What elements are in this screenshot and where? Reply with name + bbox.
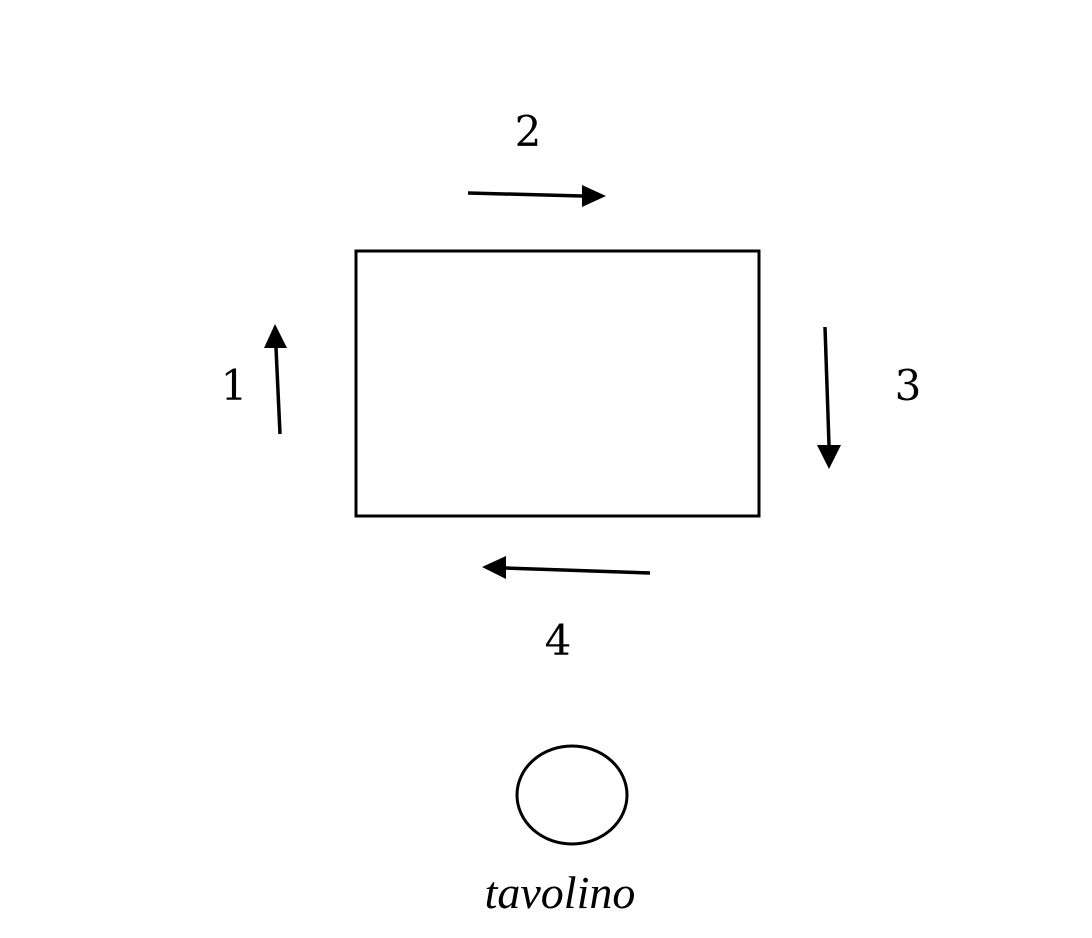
arrow-2-right (467, 191, 583, 198)
table-label: tavolino (485, 867, 636, 918)
arrow-1-head (264, 324, 287, 348)
central-rectangle (354, 249, 761, 518)
arrow-4-left (505, 566, 651, 575)
arrow-3-head (817, 445, 841, 469)
step-label-4: 4 (545, 616, 572, 665)
arrow-2-head (582, 185, 606, 207)
arrow-1-up (274, 347, 282, 435)
table-circle (515, 744, 629, 846)
step-label-3: 3 (895, 361, 922, 410)
arrow-4-head (482, 556, 506, 579)
step-label-1: 1 (221, 361, 248, 410)
step-label-2: 2 (515, 107, 542, 156)
arrow-3-down (823, 326, 831, 446)
